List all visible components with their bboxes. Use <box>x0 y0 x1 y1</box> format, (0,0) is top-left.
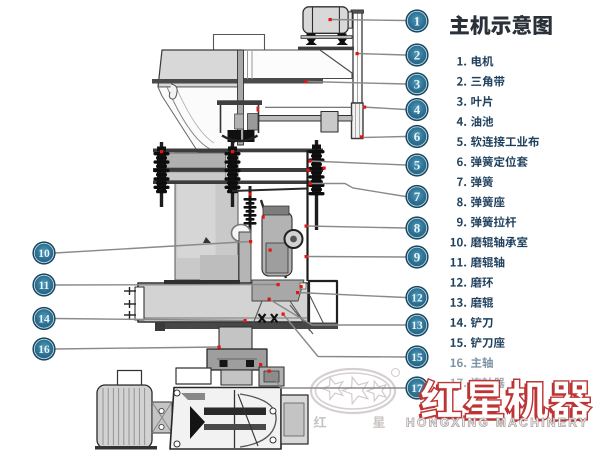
svg-text:2: 2 <box>414 48 421 63</box>
svg-text:15: 15 <box>411 352 423 364</box>
svg-text:11: 11 <box>39 280 50 292</box>
svg-text:5: 5 <box>414 158 421 173</box>
svg-text:6: 6 <box>414 129 421 144</box>
svg-text:1: 1 <box>414 14 421 29</box>
svg-text:13: 13 <box>411 320 423 332</box>
svg-text:17: 17 <box>411 383 423 395</box>
svg-text:14: 14 <box>38 314 50 326</box>
svg-text:9: 9 <box>414 250 421 265</box>
svg-text:10: 10 <box>38 248 50 260</box>
svg-text:4: 4 <box>414 102 421 117</box>
svg-text:12: 12 <box>411 293 423 305</box>
svg-text:8: 8 <box>414 221 421 236</box>
svg-text:3: 3 <box>414 77 421 92</box>
svg-text:HONGXING MACHINERY: HONGXING MACHINERY <box>406 416 589 430</box>
svg-text:16: 16 <box>38 344 50 356</box>
svg-text:7: 7 <box>414 189 421 204</box>
